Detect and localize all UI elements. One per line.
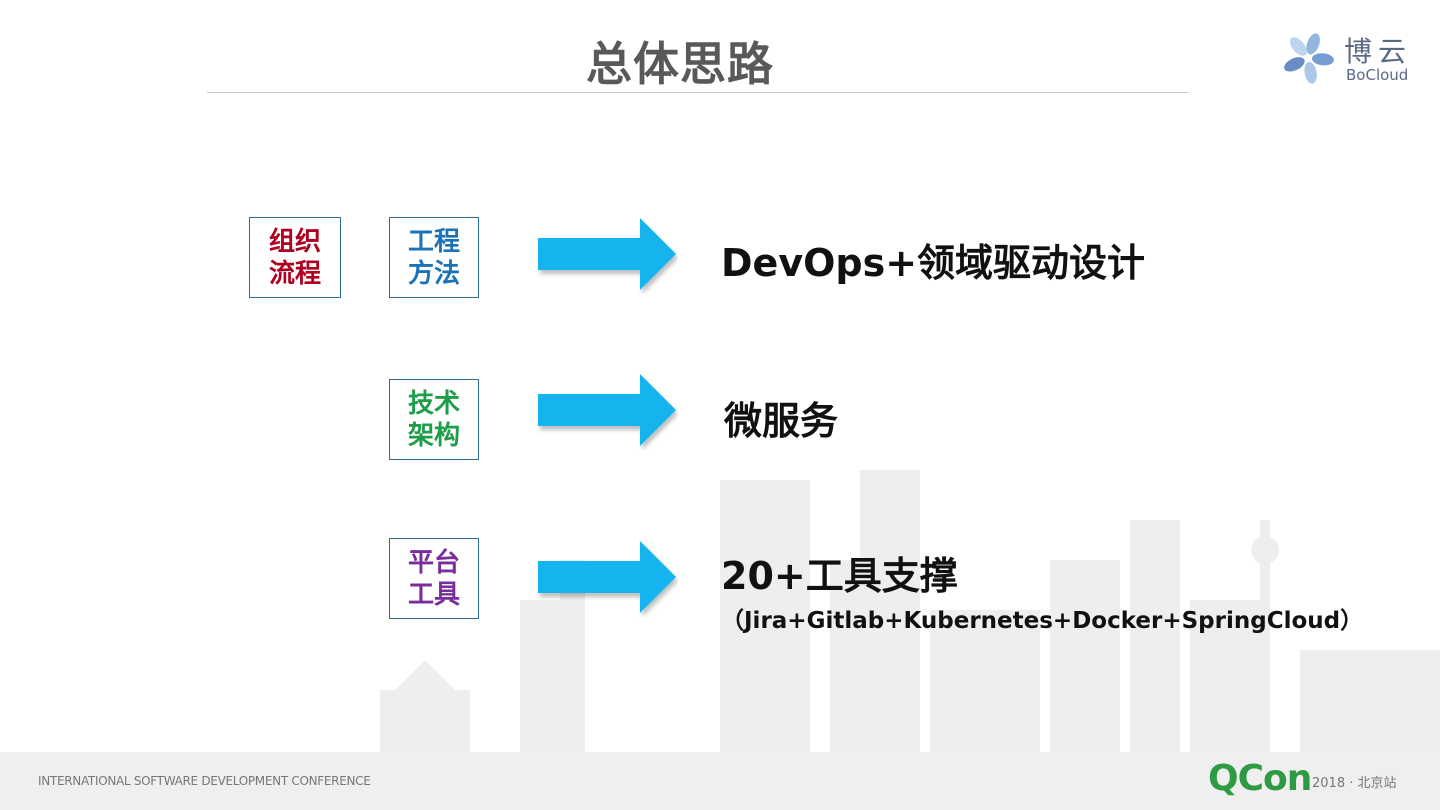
tech-architecture-label: 技术架构 (407, 388, 460, 451)
arrow-right-icon (538, 218, 676, 290)
slide-title: 总体思路 (586, 37, 774, 91)
platform-tools-box: 平台工具 (389, 538, 479, 619)
title-divider (207, 92, 1188, 93)
arrow-right-icon (538, 374, 676, 446)
qcon-logo: QCon (1208, 758, 1312, 799)
tool-list-text: （Jira+Gitlab+Kubernetes+Docker+SpringClo… (721, 608, 1364, 634)
arrow-right-icon (538, 541, 676, 613)
bocloud-flower-icon (1284, 33, 1334, 84)
org-process-box: 组织流程 (249, 217, 341, 298)
devops-ddd-text: DevOps+领域驱动设计 (721, 241, 1146, 285)
platform-tools-label: 平台工具 (407, 547, 460, 610)
org-process-label: 组织流程 (268, 226, 321, 289)
engineering-method-label: 工程方法 (407, 226, 460, 289)
logo-chinese-text: 博云 (1344, 35, 1413, 68)
logo-english-text: BoCloud (1346, 66, 1409, 84)
microservices-text: 微服务 (724, 399, 839, 443)
tech-architecture-box: 技术架构 (389, 379, 479, 460)
footer-bar: INTERNATIONAL SOFTWARE DEVELOPMENT CONFE… (0, 752, 1440, 810)
engineering-method-box: 工程方法 (389, 217, 479, 298)
tool-support-text: 20+工具支撑 (721, 554, 958, 598)
conference-name: INTERNATIONAL SOFTWARE DEVELOPMENT CONFE… (38, 774, 371, 788)
bocloud-logo: 博云 BoCloud (1280, 28, 1420, 88)
qcon-edition: 2018 · 北京站 (1312, 776, 1397, 791)
